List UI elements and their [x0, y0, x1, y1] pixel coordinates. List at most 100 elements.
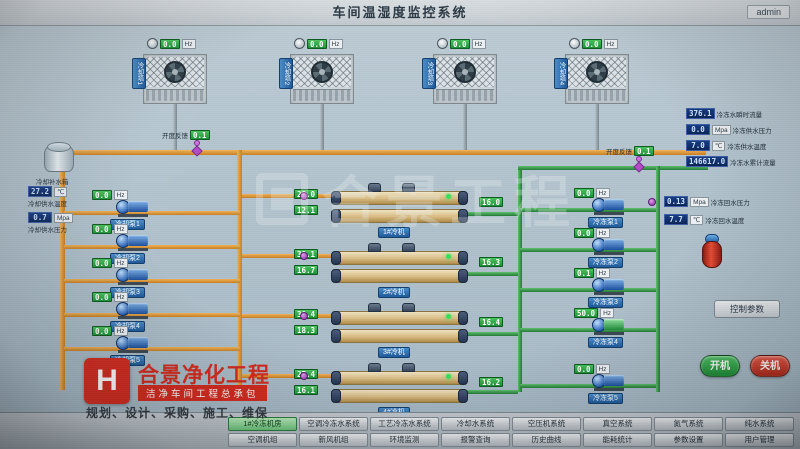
nav-button[interactable]: 空调机组 — [228, 433, 297, 447]
nav-button[interactable]: 报警查询 — [441, 433, 510, 447]
nav-button[interactable]: 用户管理 — [725, 433, 794, 447]
control-valve-icon[interactable] — [190, 140, 204, 157]
chiller-2[interactable]: 30.1 16.7 16.3 2#冷机 — [294, 243, 503, 298]
tower-body — [565, 54, 629, 104]
tower-base — [146, 89, 204, 101]
start-button[interactable]: 开机 — [700, 355, 740, 377]
nav-button[interactable]: 参数设置 — [654, 433, 723, 447]
status-led — [446, 314, 451, 319]
supply-press-value: 0.7 — [28, 212, 52, 223]
nav-button[interactable]: 真空系统 — [583, 417, 652, 431]
fan-icon — [164, 61, 186, 83]
cooling-pump-4-icon[interactable] — [116, 301, 150, 319]
compressor-icon — [368, 243, 381, 252]
nav-button[interactable]: 空压机系统 — [512, 417, 581, 431]
chilled-pump-2-icon[interactable] — [592, 237, 626, 255]
cooling-pump-5-icon[interactable] — [116, 335, 150, 353]
nav-button[interactable]: 环境监测 — [370, 433, 439, 447]
tower-freq-unit: Hz — [328, 38, 343, 49]
chiller-chw-out-value: 16.4 — [478, 317, 503, 327]
pipe — [64, 313, 240, 317]
tower-freq-unit: Hz — [603, 38, 618, 49]
pipe — [242, 314, 332, 318]
pump-label: 冷冻泵2 — [588, 257, 623, 268]
nav-button[interactable]: 氮气系统 — [654, 417, 723, 431]
tower-freq-value: 0.0 — [450, 38, 470, 49]
chiller-3[interactable]: 30.4 18.3 16.4 3#冷机 — [294, 303, 503, 358]
nav-button[interactable]: 历史曲线 — [512, 433, 581, 447]
tower-base — [293, 89, 351, 101]
pump-freq-value: 0.0 — [574, 228, 594, 238]
flow-sensor-icon — [300, 192, 308, 200]
chilled-pump-4-icon[interactable] — [592, 317, 626, 335]
pump-motor — [604, 279, 624, 290]
tower-grille — [293, 57, 351, 87]
chiller-1[interactable]: 28.0 12.1 16.0 1#冷机 — [294, 183, 503, 238]
company-name: 合景净化工程 — [138, 364, 270, 387]
chilled-pump-3-icon[interactable] — [592, 277, 626, 295]
pipe — [320, 104, 324, 150]
chiller-cw-out-value: 16.7 — [294, 265, 319, 275]
nav-button[interactable]: 冷却水系统 — [441, 417, 510, 431]
company-services: 规划、设计、采购、施工、维保 — [86, 406, 269, 420]
chilled-pump-5-icon[interactable] — [592, 373, 626, 391]
nav-button[interactable]: 纯水系统 — [725, 417, 794, 431]
pressure-sensor-icon — [648, 198, 656, 206]
nav-button[interactable]: 新风机组 — [299, 433, 368, 447]
chiller-cw-out-value: 16.1 — [294, 385, 319, 395]
pump-motor — [128, 235, 148, 246]
pump-label: 冷冻泵1 — [588, 217, 623, 228]
chiller-condenser — [331, 251, 468, 265]
pump-motor — [604, 199, 624, 210]
pipe — [467, 212, 518, 216]
tower-body — [290, 54, 354, 104]
makeup-water-tank-icon[interactable] — [44, 142, 74, 172]
expansion-tank-icon[interactable] — [702, 234, 722, 272]
chiller-cw-out-value: 12.1 — [294, 205, 319, 215]
pump-freq-unit: Hz — [595, 188, 610, 198]
control-params-button[interactable]: 控制参数 — [714, 300, 780, 318]
chiller-4[interactable]: 27.4 16.1 16.2 4#冷机 — [294, 363, 503, 418]
pipe — [237, 150, 242, 390]
pump-freq-unit: Hz — [595, 228, 610, 238]
nav-button[interactable]: 工艺冷冻水系统 — [370, 417, 439, 431]
pipe — [242, 194, 332, 198]
supply-press-unit: Mpa — [54, 212, 73, 223]
control-valve-icon[interactable] — [632, 156, 646, 173]
chw-supply-temp-unit: ℃ — [712, 140, 726, 151]
pump-base — [594, 388, 624, 391]
chw-return-press-unit: Mpa — [690, 196, 709, 207]
pump-freq-value: 0.0 — [574, 188, 594, 198]
fan-icon — [454, 61, 476, 83]
pump-freq-unit: Hz — [113, 258, 128, 268]
gauge-icon — [147, 38, 158, 49]
chw-supply-temp-label: 冷冻供水温度 — [727, 143, 767, 151]
stop-button[interactable]: 关机 — [750, 355, 790, 377]
chiller-cw-out-value: 18.3 — [294, 325, 319, 335]
pump-motor — [128, 269, 148, 280]
fan-icon — [586, 61, 608, 83]
tower-label: 冷却塔2 — [279, 58, 293, 90]
chiller-condenser — [331, 311, 468, 325]
pipe — [467, 332, 518, 336]
cooling-pump-2-icon[interactable] — [116, 233, 150, 251]
nav-button[interactable]: 1#冷冻机房 — [228, 417, 297, 431]
pump-freq-unit: Hz — [595, 364, 610, 374]
pump-freq-value: 0.0 — [92, 326, 112, 336]
nav-button[interactable]: 空调冷冻水系统 — [299, 417, 368, 431]
chiller-evaporator — [331, 329, 468, 343]
cooling-pump-1-icon[interactable] — [116, 199, 150, 217]
cooling-pump-3-icon[interactable] — [116, 267, 150, 285]
supply-press-label: 冷却供水压力 — [28, 227, 67, 234]
user-badge[interactable]: admin — [747, 5, 790, 19]
tower-freq-unit: Hz — [471, 38, 486, 49]
nav-button[interactable]: 能耗统计 — [583, 433, 652, 447]
tower-body — [433, 54, 497, 104]
chilled-pump-1-icon[interactable] — [592, 197, 626, 215]
pump-freq-value: 0.0 — [92, 190, 112, 200]
tower-freq-unit: Hz — [181, 38, 196, 49]
